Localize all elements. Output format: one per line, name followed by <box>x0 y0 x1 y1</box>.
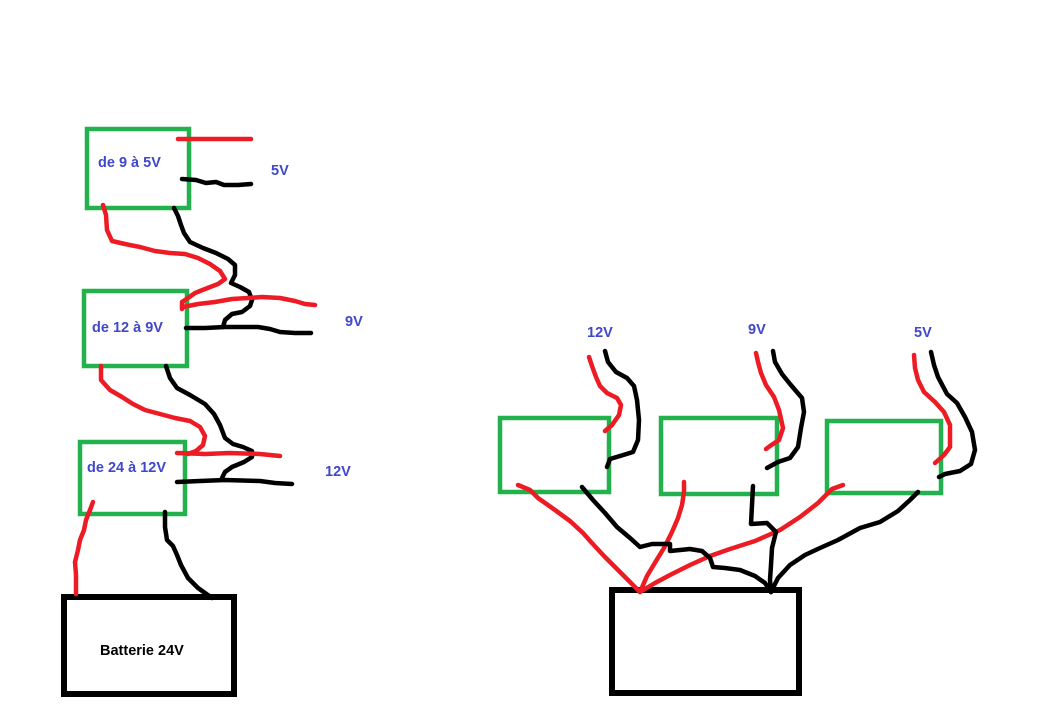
output-wire-negative-5v <box>179 176 254 188</box>
output-label-b-9v: 9V <box>748 322 766 338</box>
converter-label-24-to-12: de 24 à 12V <box>87 460 166 476</box>
converter-label-9-to-5: de 9 à 5V <box>98 155 161 171</box>
converter-box-24-to-12 <box>77 439 188 517</box>
link-wire-negative-12v-to-conv2 <box>163 363 255 481</box>
left-diagram: de 9 à 5V 5V de 12 à 9V 9V de 24 à 12V 1… <box>61 126 363 697</box>
output-label-9v: 9V <box>345 314 363 330</box>
feed-wire-negative-to-b <box>748 483 779 595</box>
link-wire-negative-9v-to-conv1 <box>171 205 255 330</box>
feed-wire-negative-to-c <box>768 489 921 595</box>
input-wire-positive-battery <box>72 499 96 597</box>
output-wire-negative-c <box>928 349 978 480</box>
converter-box-b <box>658 415 780 497</box>
output-wire-positive-c <box>911 352 953 466</box>
input-wire-negative-battery <box>162 509 215 601</box>
link-wire-positive-12v-to-conv2 <box>98 363 208 457</box>
output-label-12v: 12V <box>325 464 351 480</box>
converter-box-9-to-5 <box>84 126 192 211</box>
feed-wire-positive-to-b <box>637 479 687 595</box>
feed-wire-positive-to-c <box>637 482 846 595</box>
output-wire-negative-b <box>764 348 807 471</box>
output-label-c-5v: 5V <box>914 325 932 341</box>
output-wire-positive-9v <box>180 294 318 310</box>
feed-wire-negative-to-a <box>579 484 774 595</box>
output-wire-positive-12v <box>174 450 283 459</box>
battery-box-parallel <box>609 587 802 696</box>
feed-wire-positive-to-a <box>515 482 643 595</box>
output-wire-positive-a <box>586 354 624 434</box>
right-diagram: 12V 9V 5V <box>497 322 978 696</box>
output-wire-negative-a <box>602 348 642 470</box>
battery-box-24v <box>61 594 237 697</box>
converter-label-12-to-9: de 12 à 9V <box>92 320 163 336</box>
output-label-a-12v: 12V <box>587 325 613 341</box>
output-wire-positive-b <box>753 350 786 452</box>
battery-label-24v: Batterie 24V <box>100 643 184 659</box>
output-wire-negative-9v <box>183 324 314 336</box>
converter-box-c <box>824 418 944 496</box>
converter-box-a <box>497 415 612 495</box>
output-label-5v: 5V <box>271 163 289 179</box>
output-wire-negative-12v <box>174 477 295 487</box>
link-wire-positive-9v-to-conv1 <box>100 202 228 312</box>
